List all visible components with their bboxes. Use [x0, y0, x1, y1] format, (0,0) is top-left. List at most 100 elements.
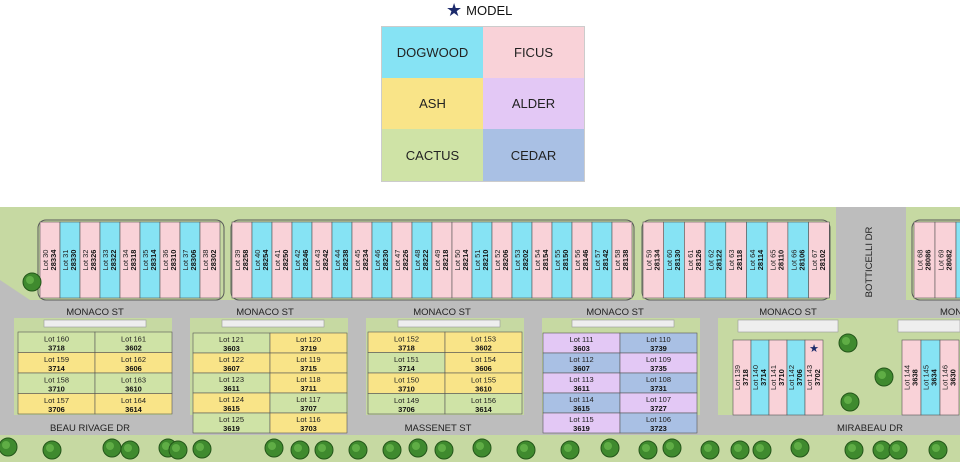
lot-unlabeled[interactable] — [955, 221, 960, 299]
lot-address: 3723 — [650, 424, 667, 433]
tree-highlight — [268, 442, 276, 450]
street-label-monaco-4: MONACO ST — [586, 307, 644, 318]
lot-number: Lot 142 — [787, 365, 796, 390]
legend: DOGWOOD FICUS ASH ALDER CACTUS CEDAR — [381, 26, 585, 182]
tree-highlight — [756, 444, 764, 452]
lot-address: 3714 — [398, 364, 416, 373]
street-label-monaco-3: MONACO ST — [413, 307, 471, 318]
lot-number: Lot 58 — [613, 250, 622, 271]
lot-number: Lot 55 — [553, 250, 562, 271]
lot-address: 28214 — [461, 249, 470, 271]
lot-number: Lot 143 — [805, 365, 814, 390]
tree-highlight — [794, 442, 802, 450]
lot-number: Lot 52 — [493, 250, 502, 271]
lot-address: 3619 — [573, 424, 590, 433]
